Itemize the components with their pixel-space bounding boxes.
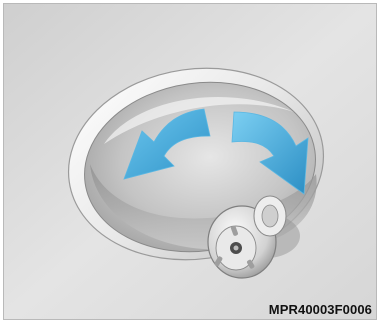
- knob-center-dot-icon: [234, 246, 239, 251]
- figure-panel: MPR40003F0006: [3, 3, 377, 320]
- knob-collar-inner: [262, 205, 278, 227]
- figure-code-label: MPR40003F0006: [269, 303, 372, 316]
- knob-rotation-illustration: [4, 4, 376, 319]
